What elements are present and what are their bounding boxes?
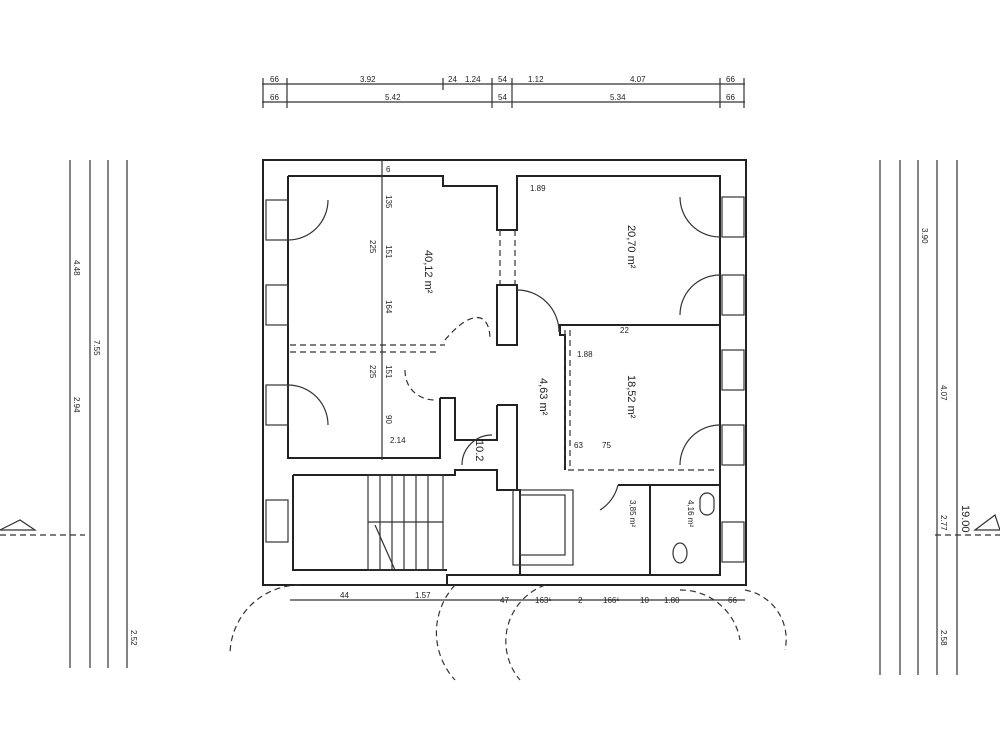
dim-label: 2.94 bbox=[72, 397, 81, 413]
dim-label: 151 bbox=[384, 365, 393, 379]
door-swings bbox=[287, 196, 721, 511]
dim-label: 10 bbox=[640, 596, 649, 605]
interior-partitions bbox=[290, 160, 715, 471]
staircase bbox=[367, 474, 444, 571]
room-area-bath: 3,85 m² bbox=[628, 500, 637, 527]
dim-label: 163⁵ bbox=[535, 596, 552, 605]
left-dimension-chain bbox=[0, 160, 128, 668]
dim-label: 19.00 bbox=[959, 505, 971, 533]
dim-label: 63 bbox=[574, 441, 583, 450]
dim-label: 2.14 bbox=[390, 436, 406, 445]
dim-label: 7.55 bbox=[92, 340, 101, 356]
dim-label: 4.07 bbox=[939, 385, 948, 401]
dim-label: 1.80 bbox=[664, 596, 680, 605]
dim-label: 164 bbox=[384, 300, 393, 314]
dim-label: 75 bbox=[602, 441, 611, 450]
room-area-right: 18,52 m² bbox=[625, 375, 637, 419]
dim-label: 47 bbox=[500, 596, 509, 605]
room-area-wc: 4,16 m² bbox=[686, 500, 695, 527]
dim-label: 66 bbox=[728, 596, 737, 605]
outer-walls bbox=[262, 159, 747, 586]
dim-label: 225 bbox=[368, 240, 377, 254]
dim-label: 2.52 bbox=[129, 630, 138, 646]
dim-label: 151 bbox=[384, 245, 393, 259]
windows-left bbox=[265, 199, 289, 543]
dim-label: 135 bbox=[384, 195, 393, 209]
dim-label: 2 bbox=[578, 596, 583, 605]
dim-label: 1.12 bbox=[528, 75, 544, 84]
dim-label: 66 bbox=[270, 93, 279, 102]
dim-label: 4.48 bbox=[72, 260, 81, 276]
dim-label: 66 bbox=[270, 75, 279, 84]
dim-label: 3.92 bbox=[360, 75, 376, 84]
dim-label: 6 bbox=[386, 165, 391, 174]
dim-label: 5.34 bbox=[610, 93, 626, 102]
sanitary-fixtures bbox=[672, 492, 715, 564]
room-area-hall: 4,63 m² bbox=[537, 378, 549, 416]
dim-label: 90 bbox=[384, 415, 393, 424]
room-area-bedroom: 20,70 m² bbox=[625, 225, 637, 269]
dim-label: 2.77 bbox=[939, 515, 948, 531]
dim-label: 225 bbox=[368, 365, 377, 379]
dim-label: 10.2 bbox=[473, 440, 485, 461]
room-area-living: 40,12 m² bbox=[422, 250, 434, 294]
dim-label: 1.89 bbox=[530, 184, 546, 193]
dim-label: 4.07 bbox=[630, 75, 646, 84]
dim-label: 44 bbox=[340, 591, 349, 600]
windows-right bbox=[721, 196, 745, 563]
dim-label: 166⁵ bbox=[603, 596, 620, 605]
dim-label: 24 bbox=[448, 75, 457, 84]
bottom-dimension-chain: 44 1.57 47 163⁵ 2 166⁵ 10 1.80 66 bbox=[290, 591, 745, 605]
dim-label: 1.88 bbox=[577, 350, 593, 359]
dim-label: 54 bbox=[498, 75, 507, 84]
dim-label: 1.24 bbox=[465, 75, 481, 84]
dim-label: 22 bbox=[620, 326, 629, 335]
top-dimension-chain: 66 3.92 24 1.24 54 1.12 4.07 66 66 5.42 … bbox=[262, 75, 745, 108]
dim-label: 54 bbox=[498, 93, 507, 102]
dim-label: 66 bbox=[726, 93, 735, 102]
dim-label: 2.58 bbox=[939, 630, 948, 646]
dim-label: 66 bbox=[726, 75, 735, 84]
dim-label: 5.42 bbox=[385, 93, 401, 102]
exterior-door-swings bbox=[229, 584, 787, 681]
dim-label: 1.57 bbox=[415, 591, 431, 600]
right-dimension-chain bbox=[879, 160, 1000, 675]
dim-label: 3.90 bbox=[920, 228, 929, 244]
